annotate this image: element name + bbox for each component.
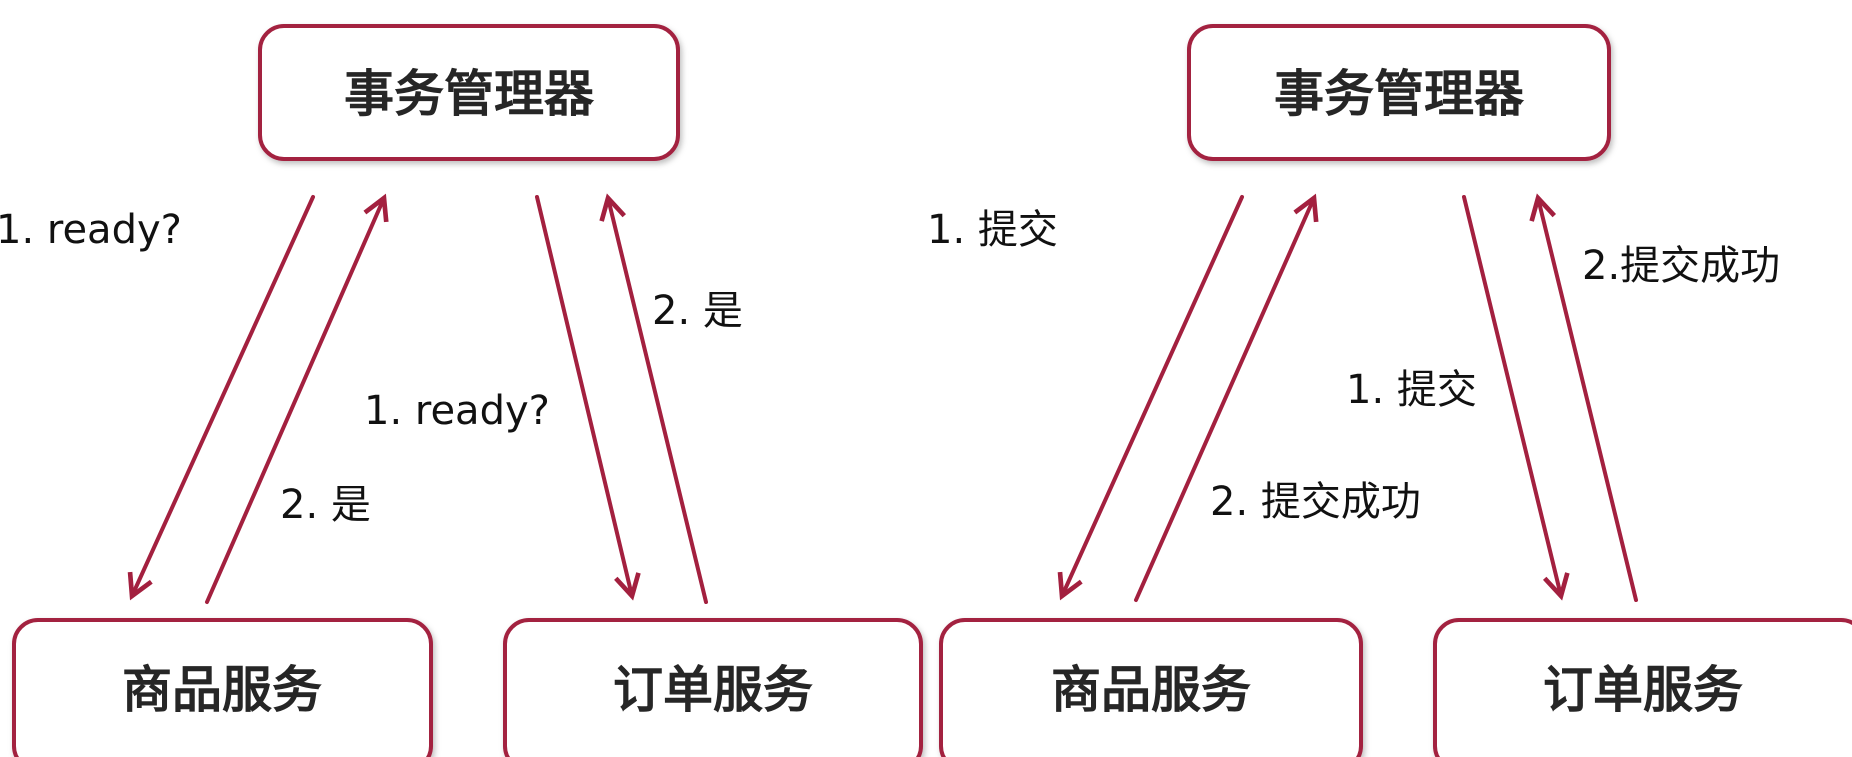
label-goods-request: 1. 提交	[927, 207, 1058, 253]
order-service-label: 订单服务	[1543, 661, 1743, 719]
manager-box-right: 事务管理器	[1187, 24, 1611, 161]
label-order-response: 2.提交成功	[1582, 243, 1780, 289]
label-goods-response: 2. 提交成功	[1210, 479, 1421, 525]
manager-label: 事务管理器	[344, 65, 595, 123]
order-service-box-left: 订单服务	[503, 618, 923, 757]
manager-box-left: 事务管理器	[258, 24, 680, 161]
arrow-up-from-order	[608, 198, 708, 604]
goods-service-label: 商品服务	[122, 661, 322, 719]
label-order-request: 1. ready?	[364, 388, 550, 434]
goods-service-box-left: 商品服务	[12, 618, 433, 757]
label-order-response: 2. 是	[652, 288, 743, 334]
arrow-up-from-order	[1538, 198, 1638, 602]
label-order-request: 1. 提交	[1346, 367, 1477, 413]
order-service-label: 订单服务	[613, 661, 813, 719]
arrow-down-to-order	[535, 195, 632, 596]
right-diagram-commit-phase: 事务管理器 商品服务 订单服务 1. 提交 2. 提交成功 1. 提交 2.提交…	[927, 24, 1852, 757]
label-goods-request: 1. ready?	[0, 207, 182, 253]
manager-label: 事务管理器	[1274, 65, 1525, 123]
goods-service-box-right: 商品服务	[939, 618, 1363, 757]
goods-service-label: 商品服务	[1051, 661, 1251, 719]
order-service-box-right: 订单服务	[1433, 618, 1852, 757]
left-diagram-prepare-phase: 事务管理器 商品服务 订单服务 1. ready? 2. 是 1. ready?…	[0, 24, 923, 757]
arrow-down-to-order	[1462, 195, 1561, 596]
arrow-down-to-goods	[1062, 195, 1244, 596]
label-goods-response: 2. 是	[280, 482, 371, 528]
arrow-up-from-goods	[205, 198, 384, 604]
arrow-up-from-goods	[1134, 198, 1314, 602]
arrow-down-to-goods	[132, 195, 315, 596]
